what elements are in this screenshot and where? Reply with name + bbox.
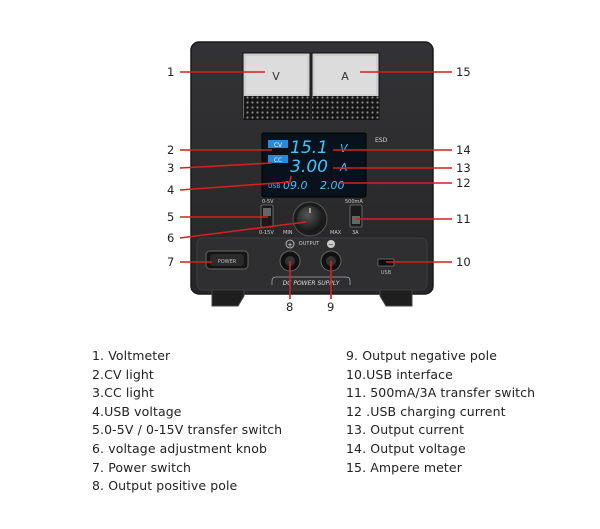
- esd-badge: ESD: [375, 137, 388, 144]
- legend-item: 5.0-5V / 0-15V transfer switch: [92, 422, 283, 438]
- legend-item: 3.CC light: [92, 385, 155, 401]
- legend-item: 7. Power switch: [92, 459, 192, 475]
- output-voltage-reading: 15.1: [290, 138, 328, 158]
- usb-current-reading: 2.00: [320, 179, 345, 192]
- callout-6: 6: [167, 231, 174, 245]
- callout-9: 9: [327, 300, 334, 314]
- callout-line-6: [179, 221, 307, 239]
- minus-symbol-ring: [327, 240, 335, 248]
- lcd-display: CV CC 15.1 V 3.00 A USB 09.0 2.00: [261, 132, 367, 198]
- legend-right-column: 9. Output negative pole 10.USB interface…: [346, 347, 535, 477]
- usb-voltage-reading: 09.0: [283, 179, 308, 192]
- callout-line-4: [179, 175, 292, 191]
- knob-max-label: MAX: [330, 230, 342, 236]
- legend-item: 6. voltage adjustment knob: [92, 440, 267, 456]
- legend-item: 8. Output positive pole: [92, 478, 238, 494]
- callout-11: 11: [456, 212, 471, 226]
- legend-item: 13. Output current: [346, 422, 465, 438]
- plus-symbol: +: [287, 241, 293, 249]
- legend-item: 9. Output negative pole: [346, 348, 497, 363]
- knob-min-label: MIN: [283, 230, 293, 236]
- output-negative-pole[interactable]: [320, 250, 342, 272]
- legend-item: 10.USB interface: [346, 366, 453, 382]
- callout-1: 1: [167, 65, 174, 79]
- voltage-range-switch[interactable]: [260, 204, 274, 228]
- voltage-adjustment-knob[interactable]: [292, 201, 328, 237]
- power-switch-label: POWER: [218, 259, 237, 265]
- callout-2: 2: [167, 143, 174, 157]
- legend-item: 15. Ampere meter: [346, 459, 462, 475]
- callout-4: 4: [167, 183, 174, 197]
- output-label: OUTPUT: [299, 241, 320, 247]
- callout-line-3: [179, 162, 273, 169]
- voltmeter-label: V: [272, 70, 280, 83]
- plus-symbol-ring: [285, 239, 295, 249]
- brand-label: DC POWER SUPPLY: [283, 280, 341, 287]
- callout-7: 7: [167, 255, 174, 269]
- legend-item: 11. 500mA/3A transfer switch: [346, 385, 536, 401]
- legend-item: 14. Output voltage: [346, 440, 466, 456]
- power-supply-diagram: V A CV CC 15.1 V 3.00 A USB 09.0 2.00 ES…: [167, 41, 471, 314]
- cv-light: [268, 140, 288, 148]
- legend-item: 4.USB voltage: [92, 403, 182, 419]
- range-top-label: 0-5V: [262, 199, 274, 205]
- output-current-reading: 3.00: [290, 157, 328, 177]
- callout-10: 10: [456, 255, 471, 269]
- callout-12: 12: [456, 176, 471, 190]
- callout-3: 3: [167, 161, 174, 175]
- callout-15: 15: [456, 65, 471, 79]
- legend-item: 2.CV light: [92, 366, 154, 382]
- callout-8: 8: [286, 300, 293, 314]
- current-top-label: 500mA: [345, 199, 363, 205]
- brand-bracket: [271, 276, 351, 285]
- legend-item: 12 .USB charging current: [346, 403, 506, 419]
- ampere-meter-label: A: [341, 70, 349, 83]
- usb-port-label: USB: [381, 270, 392, 276]
- voltmeter: V: [242, 52, 311, 120]
- current-bottom-label: 3A: [352, 230, 359, 236]
- usb-lcd-label: USB: [268, 183, 280, 190]
- callout-14: 14: [456, 143, 471, 157]
- cc-light: [268, 155, 288, 163]
- current-range-switch[interactable]: [349, 204, 363, 228]
- range-bottom-label: 0-15V: [259, 230, 274, 236]
- legend-item: 1. Voltmeter: [92, 348, 171, 363]
- callout-lines: [179, 71, 452, 299]
- cv-light-label: CV: [274, 142, 283, 149]
- power-switch[interactable]: [205, 250, 249, 270]
- legend-left-column: 1. Voltmeter 2.CV light 3.CC light 4.USB…: [92, 347, 282, 496]
- ampere-meter: A: [311, 52, 380, 120]
- voltage-unit: V: [340, 142, 349, 155]
- callout-5: 5: [167, 210, 174, 224]
- callout-13: 13: [456, 161, 471, 175]
- cc-light-label: CC: [274, 157, 282, 164]
- minus-symbol: −: [328, 241, 334, 249]
